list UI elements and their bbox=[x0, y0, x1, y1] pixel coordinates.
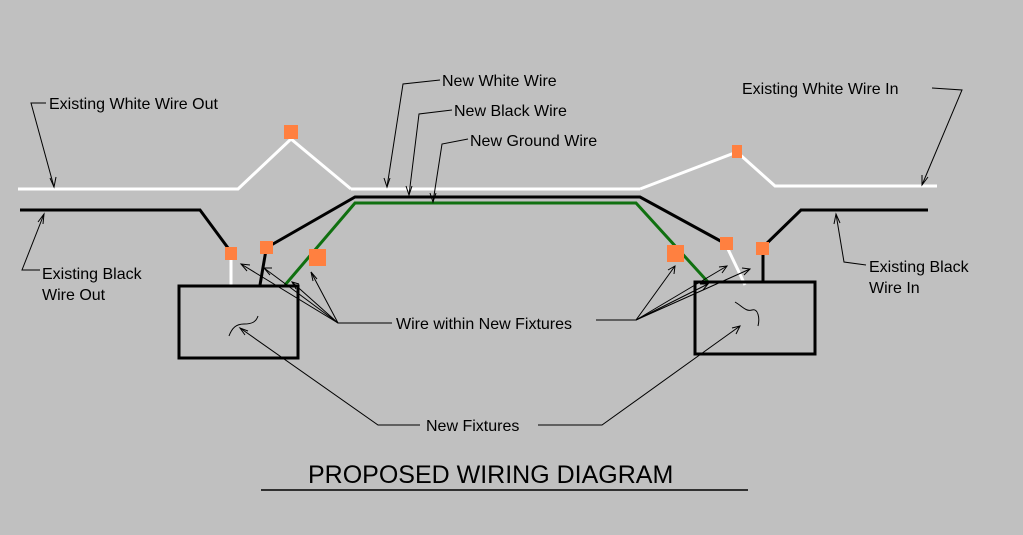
leader-new-ground bbox=[432, 138, 469, 203]
label-existing-black-wire-in-1: Existing Black bbox=[869, 259, 970, 276]
leader-existing-black-out-arrow bbox=[37, 212, 45, 225]
connector-left-black bbox=[260, 241, 273, 254]
label-new-black-wire: New Black Wire bbox=[454, 103, 567, 120]
fixture-left bbox=[177, 284, 300, 360]
fixture-left-squiggle bbox=[228, 315, 259, 337]
new-black-wire bbox=[265, 195, 727, 250]
label-existing-white-wire-out: Existing White Wire Out bbox=[49, 96, 218, 113]
fixture-right-squiggle bbox=[734, 301, 760, 327]
leader-new-black bbox=[408, 109, 453, 196]
leader-existing-white-out bbox=[30, 102, 55, 188]
diagram-title: PROPOSED WIRING DIAGRAM bbox=[308, 461, 673, 489]
leader-new-fixtures-right bbox=[538, 325, 741, 426]
connector-right-black bbox=[756, 242, 769, 255]
leader-new-fixtures-right-arrow bbox=[731, 325, 741, 335]
existing-black-wire-out bbox=[20, 208, 233, 253]
existing-white-wire-out bbox=[18, 136, 352, 191]
existing-white-wire-in bbox=[639, 150, 937, 191]
label-new-fixtures: New Fixtures bbox=[426, 418, 519, 435]
label-existing-black-wire-out-2: Wire Out bbox=[42, 287, 106, 304]
fixture-right bbox=[693, 280, 817, 356]
leader-new-fixtures-left bbox=[239, 327, 420, 426]
leader-wire-within-right-d bbox=[635, 268, 751, 321]
leader-existing-white-in bbox=[921, 87, 963, 186]
leader-wire-within-left-arrows bbox=[239, 263, 318, 290]
label-existing-black-wire-out-1: Existing Black bbox=[42, 266, 143, 283]
leader-existing-black-in-arrow bbox=[833, 212, 841, 225]
leader-wire-within-left-a bbox=[240, 263, 392, 324]
label-new-white-wire: New White Wire bbox=[442, 73, 557, 90]
leader-wire-within-left-d bbox=[310, 271, 339, 324]
leader-existing-white-out-arrow bbox=[49, 176, 57, 189]
connector-left-ground bbox=[309, 249, 326, 266]
leader-wire-within-left-b bbox=[263, 267, 339, 324]
connector-right-ground bbox=[667, 245, 684, 262]
leader-wire-within-right-c bbox=[635, 265, 728, 321]
leader-new-ground-arrow bbox=[429, 192, 437, 204]
white-drop-right bbox=[725, 246, 747, 286]
leader-new-white-arrow bbox=[383, 177, 391, 189]
label-existing-black-wire-in-2: Wire In bbox=[869, 280, 920, 297]
label-new-ground-wire: New Ground Wire bbox=[470, 133, 597, 150]
existing-black-wire-in bbox=[761, 208, 928, 249]
leader-new-white bbox=[386, 79, 441, 188]
leader-existing-white-in-arrow bbox=[921, 175, 929, 187]
leader-wire-within-right-arrows bbox=[667, 265, 752, 291]
connector-right-white bbox=[720, 237, 733, 250]
connector-left-white bbox=[225, 247, 237, 260]
connector-top-right bbox=[732, 145, 742, 158]
leader-wire-within-left-c bbox=[291, 281, 339, 324]
label-wire-within-new-fixtures: Wire within New Fixtures bbox=[396, 316, 572, 333]
leader-new-fixtures-left-arrow bbox=[238, 326, 249, 336]
leader-wire-within-right-b bbox=[635, 283, 709, 321]
label-existing-white-wire-in: Existing White Wire In bbox=[742, 81, 898, 98]
leader-new-black-arrow bbox=[405, 185, 413, 197]
leader-existing-black-out bbox=[21, 213, 45, 271]
connector-top-left bbox=[284, 125, 298, 139]
new-ground-wire bbox=[283, 201, 710, 286]
leader-existing-black-in bbox=[835, 213, 867, 266]
leader-wire-within-right-a bbox=[596, 265, 676, 321]
